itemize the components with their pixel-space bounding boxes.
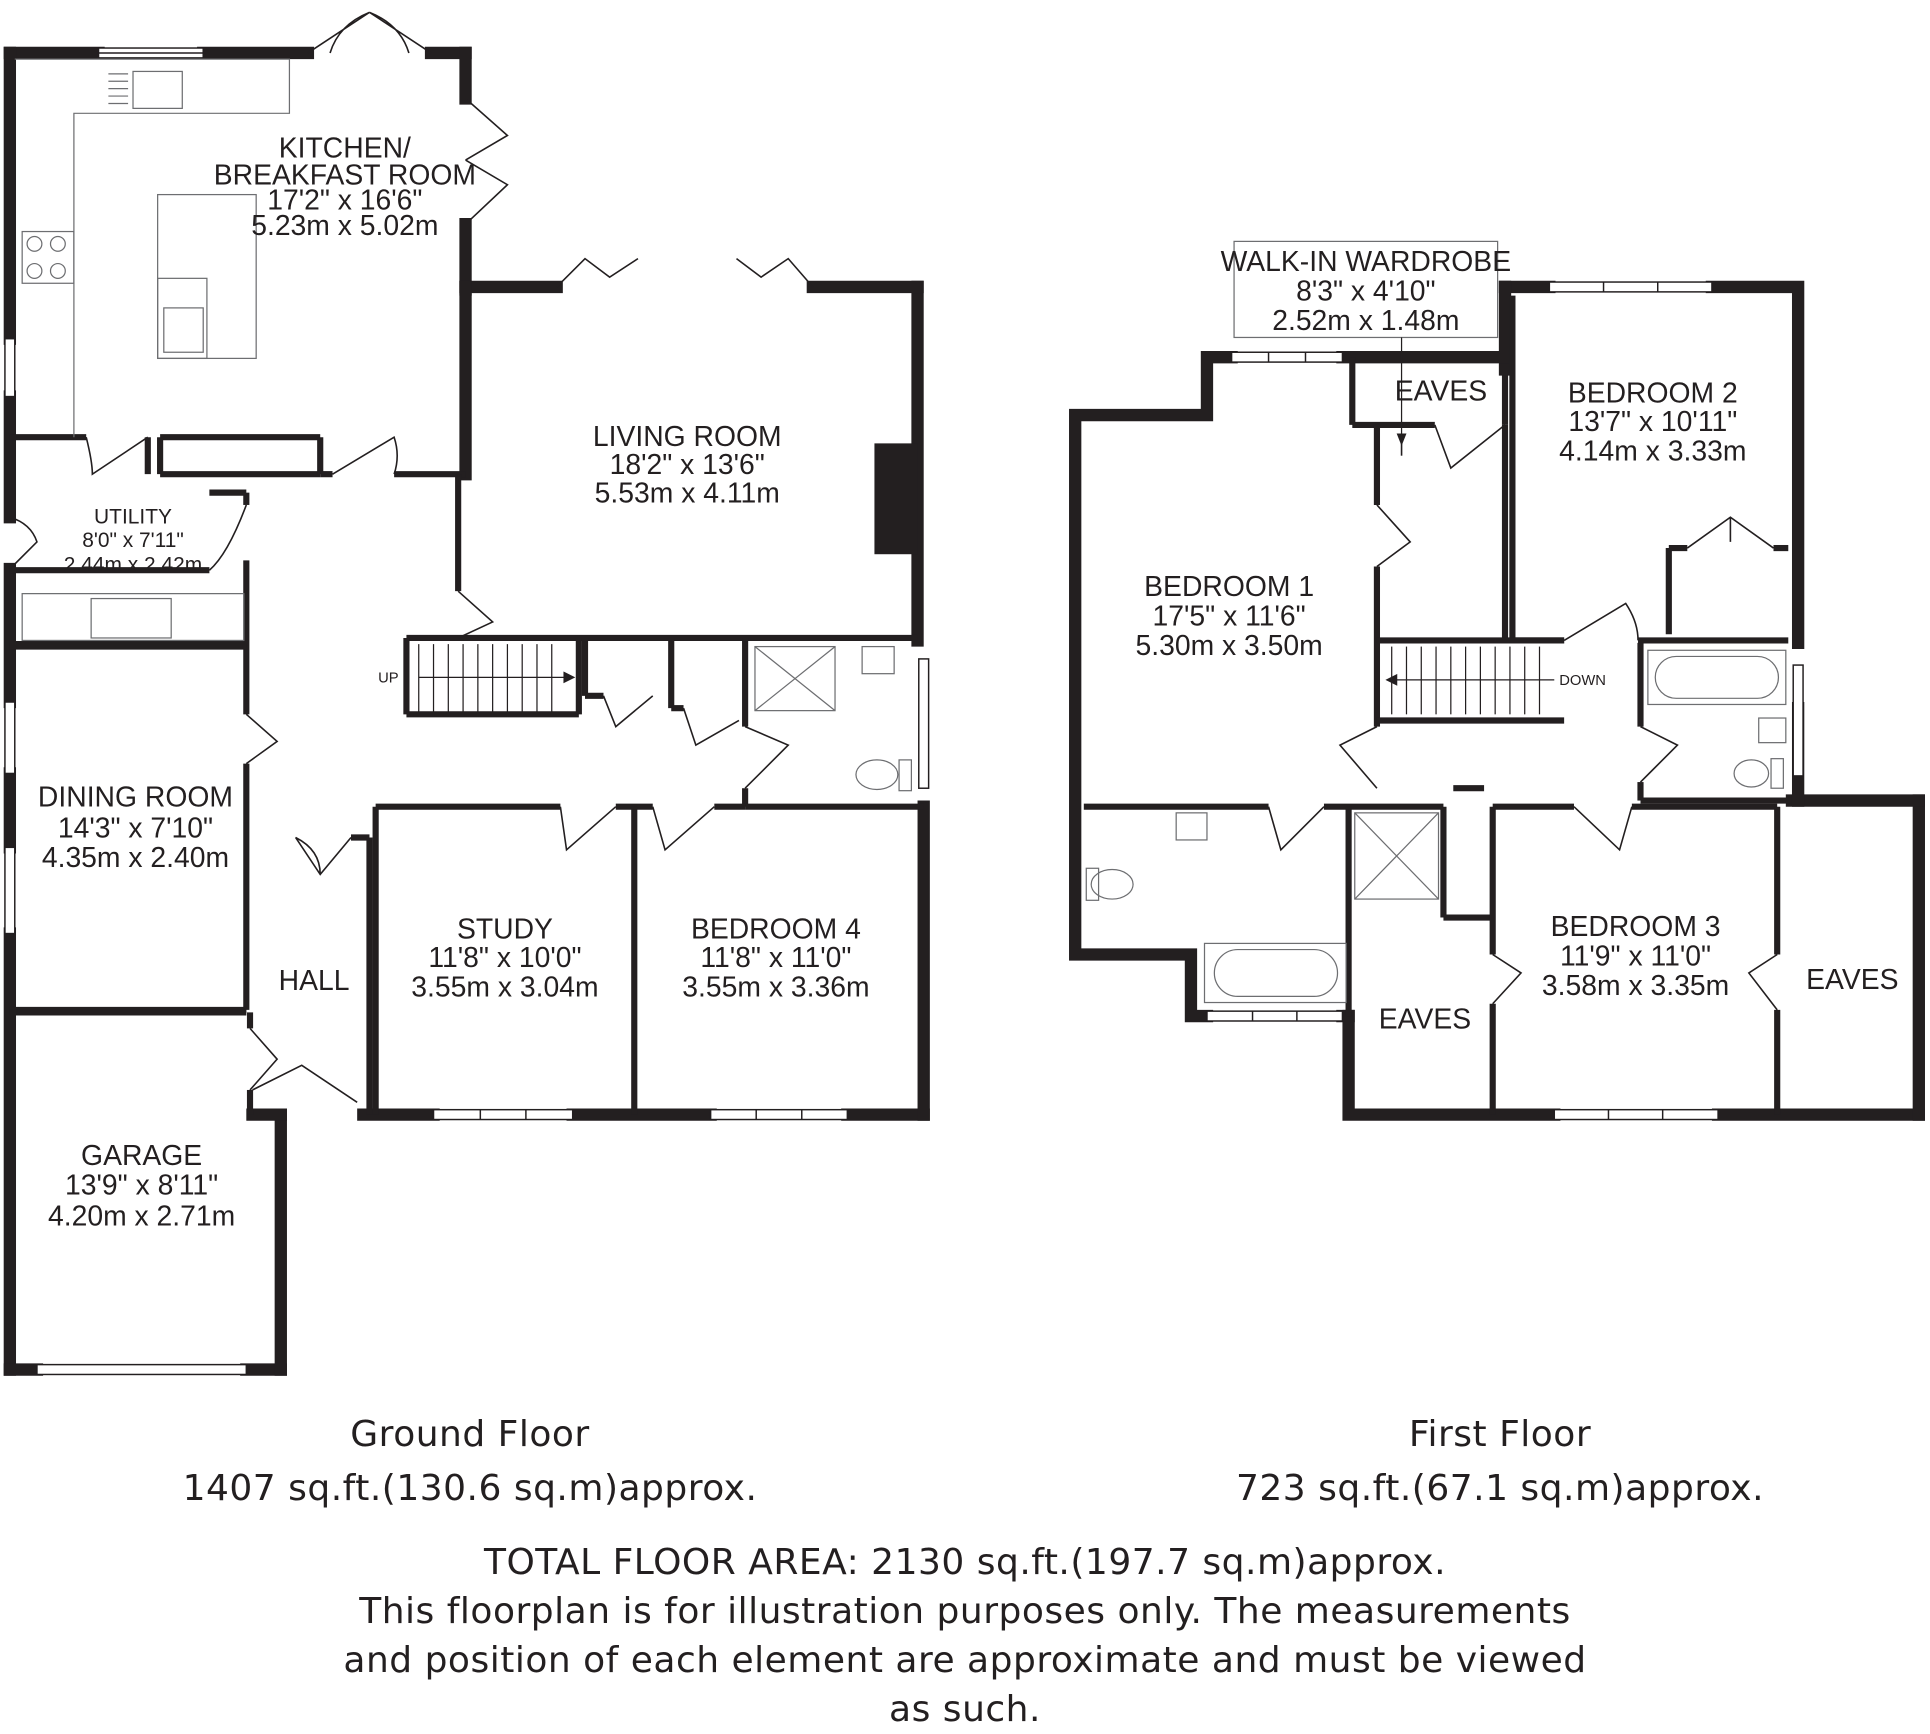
disclaimer-line: as such. <box>889 1689 1041 1730</box>
room-living: LIVING ROOM 18'2" x 13'6" 5.53m x 4.11m <box>593 421 782 510</box>
stair-up-label: UP <box>378 670 399 686</box>
floor-area-disclaimer: TOTAL FLOOR AREA: 2130 sq.ft.(197.7 sq.m… <box>0 1538 1930 1734</box>
room-dimensions-imperial: 17'2" x 16'6" <box>267 184 422 216</box>
first-floor-title: First Floor <box>1408 1414 1592 1455</box>
room-name: BEDROOM 4 <box>691 913 861 945</box>
room-name: BEDROOM 1 <box>1144 571 1314 603</box>
total-floor-area: TOTAL FLOOR AREA: 2130 sq.ft.(197.7 sq.m… <box>483 1542 1447 1583</box>
room-bedroom-1: BEDROOM 1 17'5" x 11'6" 5.30m x 3.50m <box>1135 571 1322 662</box>
ground-floor-title: Ground Floor <box>350 1414 590 1455</box>
stair-down-label: DOWN <box>1559 673 1606 689</box>
ground-floor-area: 1407 sq.ft.(130.6 sq.m)approx. <box>182 1468 758 1509</box>
room-dimensions-metric: 2.52m x 1.48m <box>1272 305 1459 337</box>
ground-floor-doors <box>9 11 814 1103</box>
first-floor-fittings <box>1085 649 1787 1004</box>
room-dimensions-metric: 3.58m x 3.35m <box>1542 970 1729 1002</box>
disclaimer-line: and position of each element are approxi… <box>343 1640 1587 1681</box>
ground-floor-plan: UP KITCHEN/ BREAKFAST ROOM 17'2" x 16'6"… <box>3 11 930 1376</box>
first-floor-windows <box>1206 281 1804 1121</box>
room-bedroom-4: BEDROOM 4 11'8" x 11'0" 3.55m x 3.36m <box>682 913 869 1003</box>
first-floor-area: 723 sq.ft.(67.1 sq.m)approx. <box>1235 1468 1765 1509</box>
room-name: STUDY <box>457 913 553 945</box>
room-garage: GARAGE 13'9" x 8'11" 4.20m x 2.71m <box>48 1140 235 1232</box>
room-dimensions-metric: 4.35m x 2.40m <box>42 842 229 874</box>
room-dimensions-metric: 4.20m x 2.71m <box>48 1200 235 1232</box>
room-hall: HALL <box>279 965 350 997</box>
first-floor-plan: DOWN WALK-IN WARDROBE 8'3" x 4'10" 2.52m… <box>1069 240 1925 1121</box>
room-name: LIVING ROOM <box>593 421 782 453</box>
room-dimensions-imperial: 8'3" x 4'10" <box>1296 276 1436 308</box>
room-dimensions-metric: 5.30m x 3.50m <box>1135 630 1322 662</box>
room-dimensions-imperial: 11'8" x 11'0" <box>700 942 851 974</box>
room-name: WALK-IN WARDROBE <box>1221 246 1511 278</box>
room-eaves-left: EAVES <box>1379 1003 1471 1035</box>
room-study: STUDY 11'8" x 10'0" 3.55m x 3.04m <box>411 913 598 1003</box>
room-dimensions-imperial: 8'0" x 7'11" <box>82 529 184 552</box>
room-dimensions-imperial: 11'8" x 10'0" <box>428 942 581 974</box>
room-name: GARAGE <box>81 1140 202 1172</box>
room-dimensions-imperial: 17'5" x 11'6" <box>1153 601 1306 633</box>
ground-floor-windows <box>4 47 930 1376</box>
ground-floor-walls <box>3 46 930 1376</box>
room-eaves-right: EAVES <box>1806 964 1898 996</box>
first-floor-walls <box>1069 280 1925 1121</box>
kitchen-fittings <box>14 58 918 792</box>
ground-floor-caption: Ground Floor 1407 sq.ft.(130.6 sq.m)appr… <box>140 1408 800 1516</box>
hob-icon <box>21 230 75 284</box>
disclaimer-line: This floorplan is for illustration purpo… <box>359 1591 1571 1632</box>
room-dimensions-metric: 3.55m x 3.04m <box>411 971 598 1003</box>
first-floor-caption: First Floor 723 sq.ft.(67.1 sq.m)approx. <box>1170 1408 1830 1516</box>
room-name: UTILITY <box>94 505 172 528</box>
room-dimensions-imperial: 11'9" x 11'0" <box>1560 941 1711 973</box>
room-kitchen: KITCHEN/ BREAKFAST ROOM 17'2" x 16'6" 5.… <box>214 133 476 243</box>
room-name: DINING ROOM <box>38 782 233 814</box>
room-dimensions-metric: 5.53m x 4.11m <box>595 477 780 509</box>
room-name: KITCHEN/ <box>279 133 411 165</box>
room-utility: UTILITY 8'0" x 7'11" 2.44m x 2.42m <box>64 505 202 576</box>
room-dimensions-metric: 5.23m x 5.02m <box>251 210 438 242</box>
room-dining: DINING ROOM 14'3" x 7'10" 4.35m x 2.40m <box>38 782 233 874</box>
room-dimensions-imperial: 13'7" x 10'11" <box>1568 406 1737 438</box>
room-name: BREAKFAST ROOM <box>214 160 476 192</box>
wardrobe-label-box <box>1233 240 1499 339</box>
room-name: BEDROOM 3 <box>1551 911 1721 943</box>
room-dimensions-metric: 3.55m x 3.36m <box>682 971 869 1003</box>
room-dimensions-imperial: 13'9" x 8'11" <box>65 1170 218 1202</box>
drainer-icon <box>108 73 129 105</box>
first-floor-doors <box>1267 424 1778 1011</box>
room-bedroom-2: BEDROOM 2 13'7" x 10'11" 4.14m x 3.33m <box>1559 378 1746 468</box>
ground-floor-stairs <box>418 644 576 712</box>
room-dimensions-metric: 4.14m x 3.33m <box>1559 436 1746 468</box>
room-walk-in-wardrobe: WALK-IN WARDROBE 8'3" x 4'10" 2.52m x 1.… <box>1221 246 1511 337</box>
room-dimensions-imperial: 18'2" x 13'6" <box>610 449 765 481</box>
room-dimensions-metric: 2.44m x 2.42m <box>64 553 202 576</box>
first-floor-interior-walls <box>1083 295 1792 1115</box>
first-floor-stairs <box>1385 646 1555 715</box>
room-eaves-top: EAVES <box>1395 375 1487 407</box>
room-name: BEDROOM 2 <box>1568 378 1738 410</box>
room-dimensions-imperial: 14'3" x 7'10" <box>58 812 213 844</box>
room-bedroom-3: BEDROOM 3 11'9" x 11'0" 3.58m x 3.35m <box>1542 911 1729 1002</box>
